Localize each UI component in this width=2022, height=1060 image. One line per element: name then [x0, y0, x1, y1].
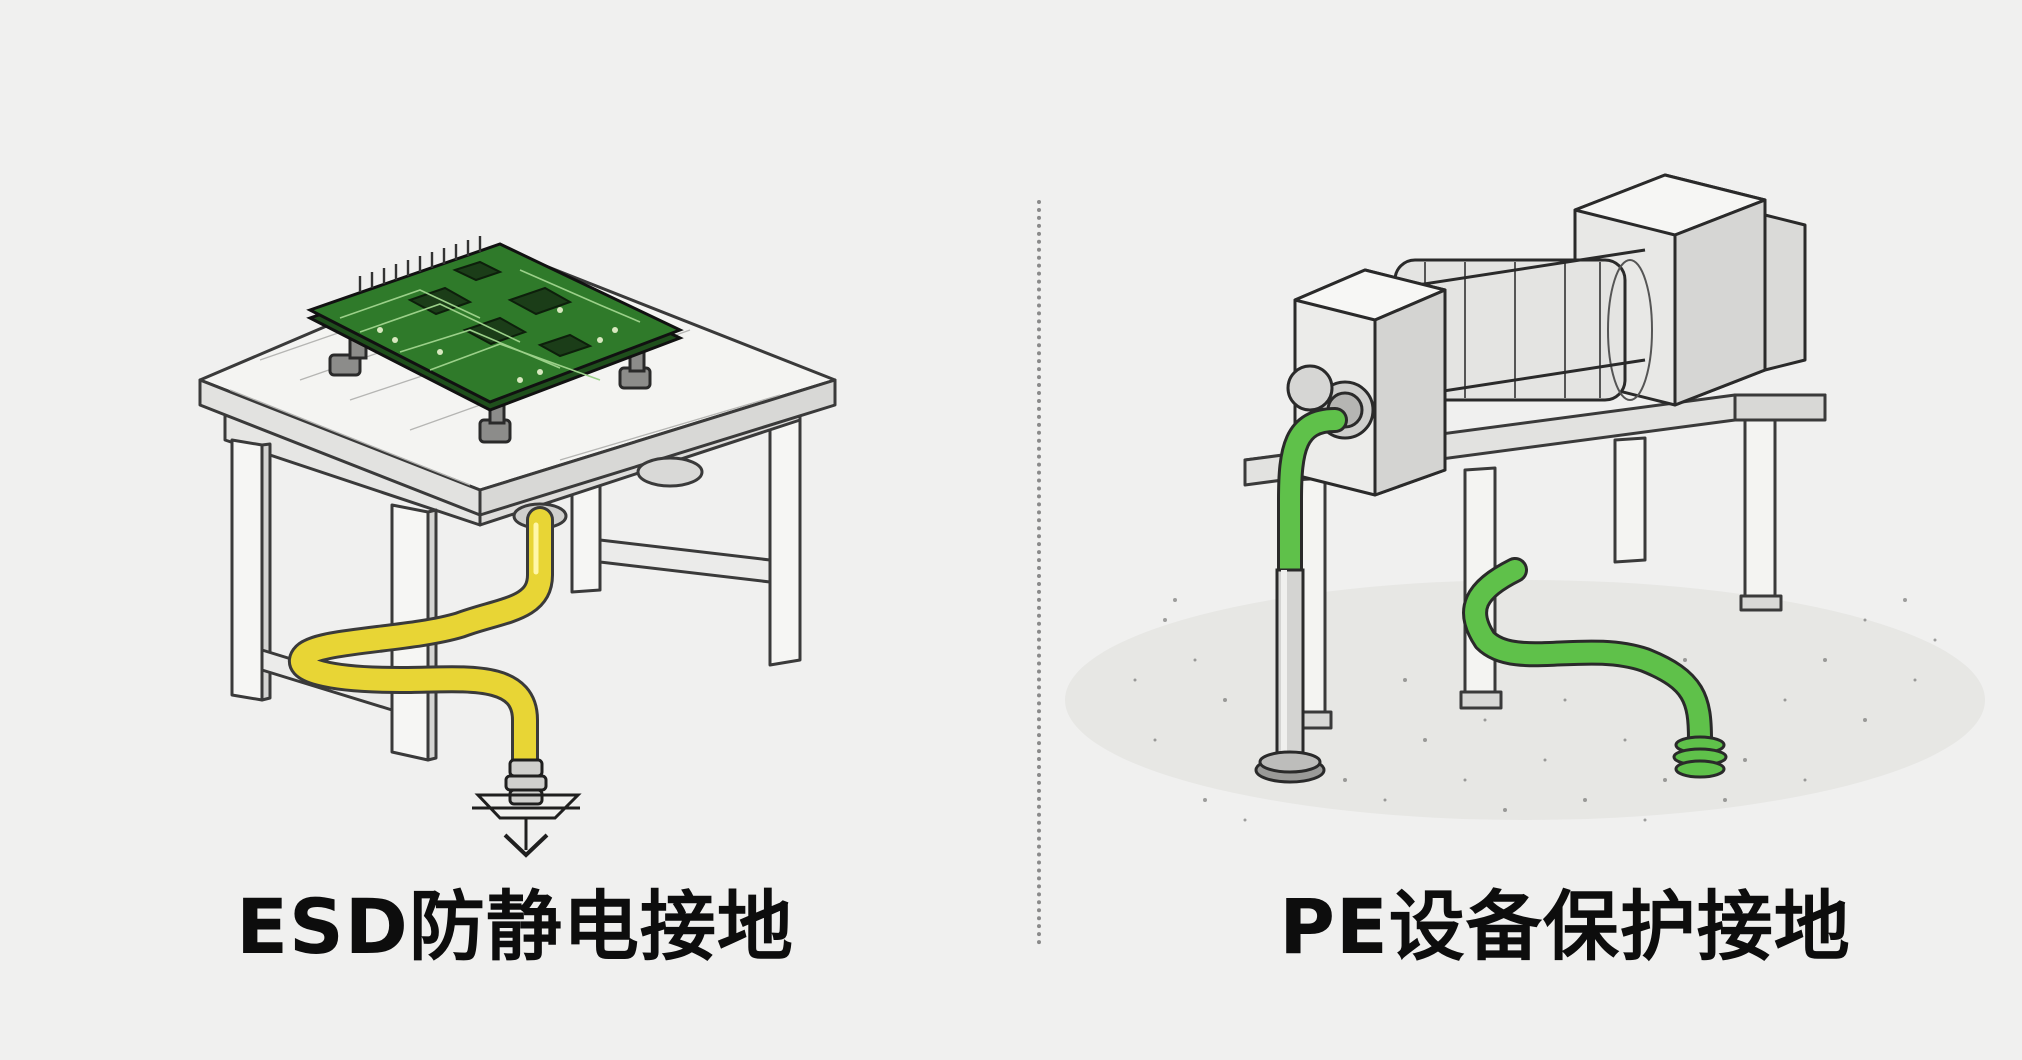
pe-ground-cable — [1277, 407, 1713, 753]
circuit-board-icon — [306, 236, 684, 444]
ground-rod-icon — [1254, 568, 1728, 784]
esd-ground-cable — [288, 506, 554, 774]
machine-icon — [1286, 173, 1807, 497]
ground-symbol-icon — [472, 758, 582, 858]
pe-grounding-panel: PE设备保护接地 — [1045, 0, 2022, 1060]
workbench-front-legs — [230, 438, 438, 762]
pe-caption: PE设备保护接地 — [1279, 882, 1851, 971]
esd-caption: ESD防静电接地 — [236, 882, 794, 971]
pe-machine-illustration — [1065, 173, 1985, 822]
esd-workbench-illustration — [198, 236, 837, 858]
ground-soil — [1065, 580, 1985, 822]
panel-divider — [1037, 200, 1041, 945]
esd-grounding-panel: ESD防静电接地 — [198, 236, 837, 971]
